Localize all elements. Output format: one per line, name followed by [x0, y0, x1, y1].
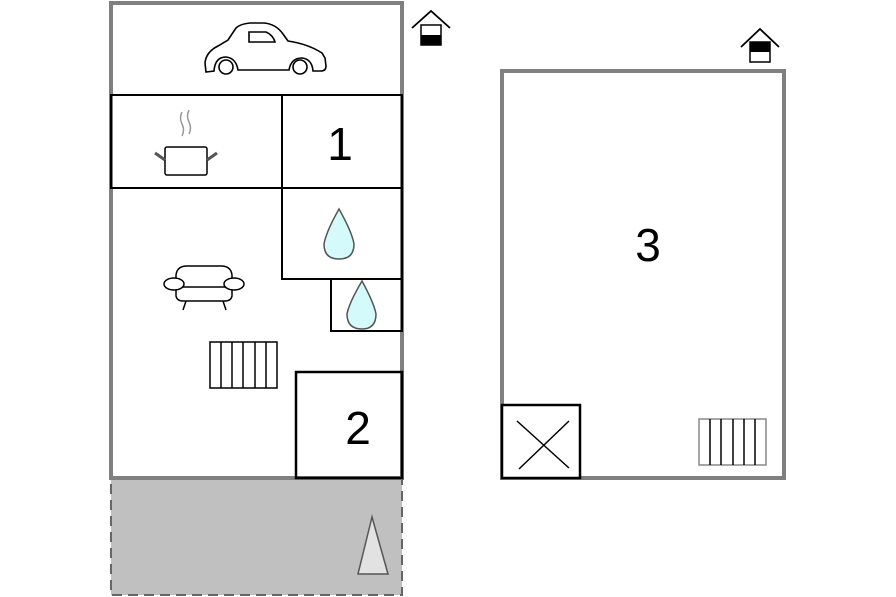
terrace — [110, 477, 403, 596]
room-label-3: 3 — [635, 219, 661, 271]
room-label-2: 2 — [345, 402, 371, 454]
cooking-pot-icon — [154, 109, 218, 176]
tent-icon — [357, 514, 389, 575]
stairs-icon — [698, 418, 767, 466]
upper-floor: 3 — [500, 27, 786, 480]
x-mark-icon — [500, 403, 582, 480]
house-ground-floor-icon — [411, 9, 451, 46]
bathroom-2 — [330, 278, 403, 332]
water-drop-icon — [346, 279, 377, 330]
water-drop-icon — [323, 207, 355, 260]
car-icon — [204, 22, 327, 75]
room-label-1: 1 — [327, 118, 353, 170]
sofa-icon — [163, 265, 245, 311]
ground-floor: 1 2 — [109, 1, 451, 596]
house-upper-floor-icon — [740, 27, 780, 63]
bedroom-2 — [294, 370, 404, 480]
stairs-icon — [209, 341, 278, 389]
